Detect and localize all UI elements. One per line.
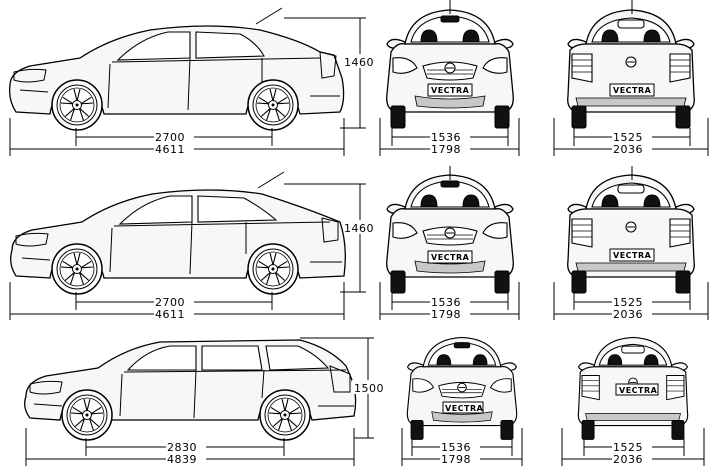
hatchback-rear-track: 1525 bbox=[613, 296, 643, 309]
wagon-rear-width: 2036 bbox=[613, 453, 643, 466]
wagon-front-track: 1536 bbox=[441, 441, 471, 454]
hatchback-rear-plate: VECTRA bbox=[613, 251, 652, 260]
hatchback-front-width: 1798 bbox=[431, 308, 461, 321]
hatchback-row: 1460 2700 4611 VECTRA 1536 bbox=[9, 166, 709, 321]
hatchback-height: 1460 bbox=[344, 222, 374, 235]
sedan-length-dimensions: 2700 4611 bbox=[9, 118, 345, 156]
sedan-height-dimension: 1460 bbox=[284, 17, 378, 129]
wagon-length: 4839 bbox=[167, 453, 197, 466]
hatchback-front-view: VECTRA 1536 1798 bbox=[379, 166, 520, 321]
sedan-rear-plate: VECTRA bbox=[613, 86, 652, 95]
sedan-front-plate: VECTRA bbox=[431, 86, 470, 95]
hatchback-rear-width: 2036 bbox=[613, 308, 643, 321]
wagon-front-plate: VECTRA bbox=[445, 404, 484, 413]
sedan-rear-track: 1525 bbox=[613, 131, 643, 144]
sedan-height: 1460 bbox=[344, 56, 374, 69]
sedan-front-width: 1798 bbox=[431, 143, 461, 156]
hatchback-front-plate: VECTRA bbox=[431, 253, 470, 262]
wagon-row: 1500 2830 4839 VECTRA 1536 bbox=[24, 336, 705, 466]
sedan-front-track: 1536 bbox=[431, 131, 461, 144]
sedan-length: 4611 bbox=[155, 143, 185, 156]
wagon-rear-plate: VECTRA bbox=[619, 386, 658, 395]
hatchback-height-dimension: 1460 bbox=[284, 183, 378, 293]
sedan-side-view bbox=[8, 7, 345, 131]
sedan-rear-width: 2036 bbox=[613, 143, 643, 156]
wagon-rear-view: VECTRA 1525 2036 bbox=[561, 336, 705, 466]
sedan-front-view: VECTRA 1536 1798 bbox=[379, 0, 520, 156]
wagon-front-width: 1798 bbox=[441, 453, 471, 466]
wagon-rear-track: 1525 bbox=[613, 441, 643, 454]
hatchback-rear-view: VECTRA 1525 2036 bbox=[553, 166, 709, 321]
sedan-row: 1460 2700 4611 VECTRA 1536 bbox=[8, 0, 709, 156]
wagon-length-dimensions: 2830 4839 bbox=[25, 428, 355, 466]
wagon-wheelbase: 2830 bbox=[167, 441, 197, 454]
hatchback-side-view bbox=[10, 171, 346, 295]
hatchback-front-track: 1536 bbox=[431, 296, 461, 309]
hatchback-wheelbase: 2700 bbox=[155, 296, 185, 309]
wagon-height: 1500 bbox=[354, 382, 384, 395]
hatchback-length: 4611 bbox=[155, 308, 185, 321]
wagon-height-dimension: 1500 bbox=[300, 337, 388, 439]
hatchback-length-dimensions: 2700 4611 bbox=[9, 282, 345, 321]
sedan-wheelbase: 2700 bbox=[155, 131, 185, 144]
sedan-rear-view: VECTRA 1525 2036 bbox=[553, 0, 709, 156]
wagon-front-view: VECTRA 1536 1798 bbox=[401, 336, 523, 466]
wagon-side-view bbox=[24, 339, 357, 441]
